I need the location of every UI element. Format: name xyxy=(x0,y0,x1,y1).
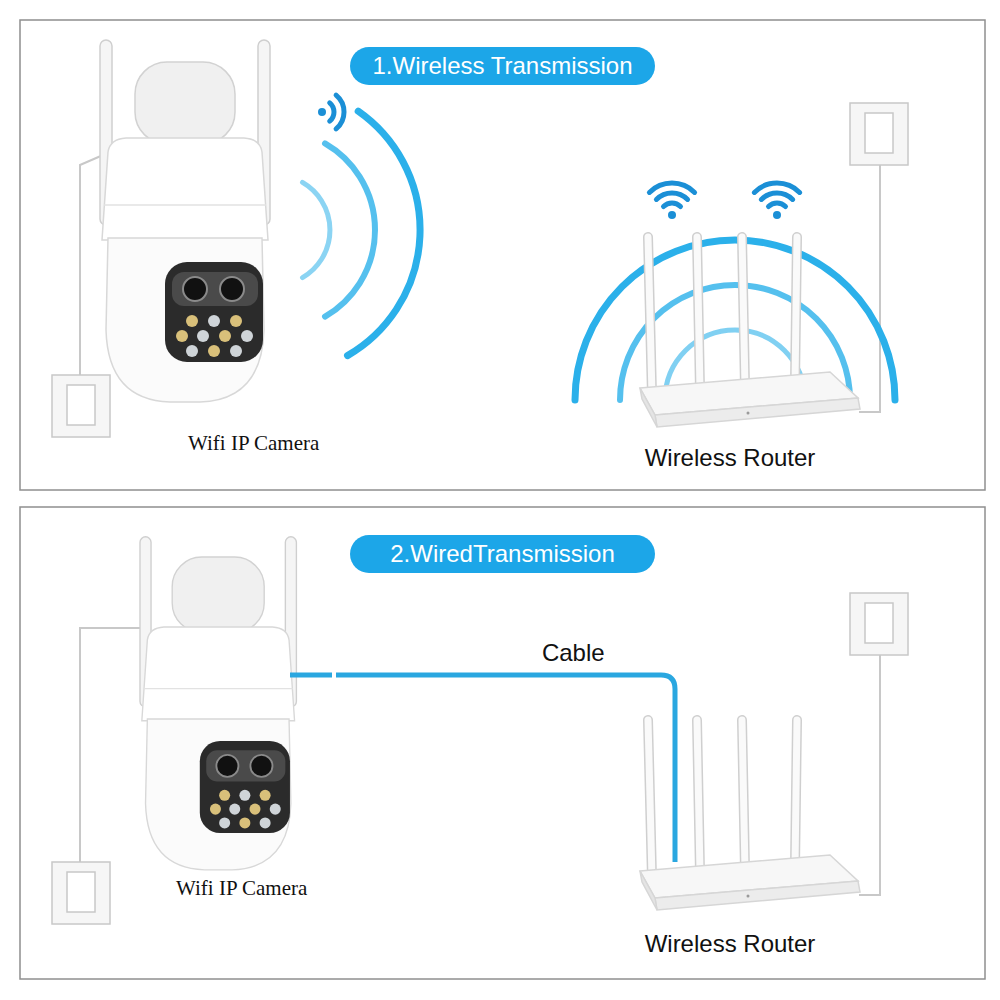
device-label: Wifi IP Camera xyxy=(140,876,336,905)
illustration-part xyxy=(575,240,895,400)
illustration-part xyxy=(859,655,880,895)
illustration-part xyxy=(80,628,140,862)
device-label: Wifi IP Camera xyxy=(100,431,354,460)
title-pill: 2.WiredTransmission xyxy=(350,535,655,573)
illustration-part xyxy=(100,40,270,402)
illustration-part xyxy=(664,203,681,207)
cable-stub xyxy=(290,673,332,678)
illustration-part xyxy=(318,108,326,116)
illustration-part xyxy=(52,375,110,437)
camera-node: Wifi IP Camera xyxy=(100,50,354,460)
panel-frame xyxy=(20,507,985,979)
illustration-part xyxy=(668,211,676,219)
illustration-part xyxy=(348,111,421,355)
panel-frame xyxy=(20,20,985,490)
illustration-part xyxy=(52,862,110,924)
illustration-part xyxy=(773,211,781,219)
router-node: Wireless Router xyxy=(610,378,850,476)
illustration-part xyxy=(850,593,908,655)
illustration-part xyxy=(850,103,908,165)
router-node: Wireless Router xyxy=(610,862,850,962)
illustration-part xyxy=(656,193,687,199)
pill-title: 1.Wireless Transmission xyxy=(372,52,632,80)
illustration-part xyxy=(761,193,792,199)
device-label: Wireless Router xyxy=(610,444,850,476)
illustration-part xyxy=(330,103,334,121)
illustration-part xyxy=(640,237,860,427)
illustration-part xyxy=(325,143,375,316)
wifi-icon xyxy=(318,95,800,219)
edge-label: Cable xyxy=(538,639,609,667)
title-pill: 1.Wireless Transmission xyxy=(350,47,655,85)
illustration-part xyxy=(303,182,330,277)
illustration-part xyxy=(140,537,296,870)
illustration-part xyxy=(754,183,799,192)
camera-node: Wifi IP Camera xyxy=(140,535,336,905)
illustration-part xyxy=(336,95,344,129)
illustration-part xyxy=(649,183,694,192)
illustration-part xyxy=(859,165,880,412)
cable-connector xyxy=(336,675,675,862)
signal-waves xyxy=(303,111,896,400)
illustration-part xyxy=(769,203,786,207)
device-label: Wireless Router xyxy=(610,930,850,962)
pill-title: 2.WiredTransmission xyxy=(390,540,615,568)
